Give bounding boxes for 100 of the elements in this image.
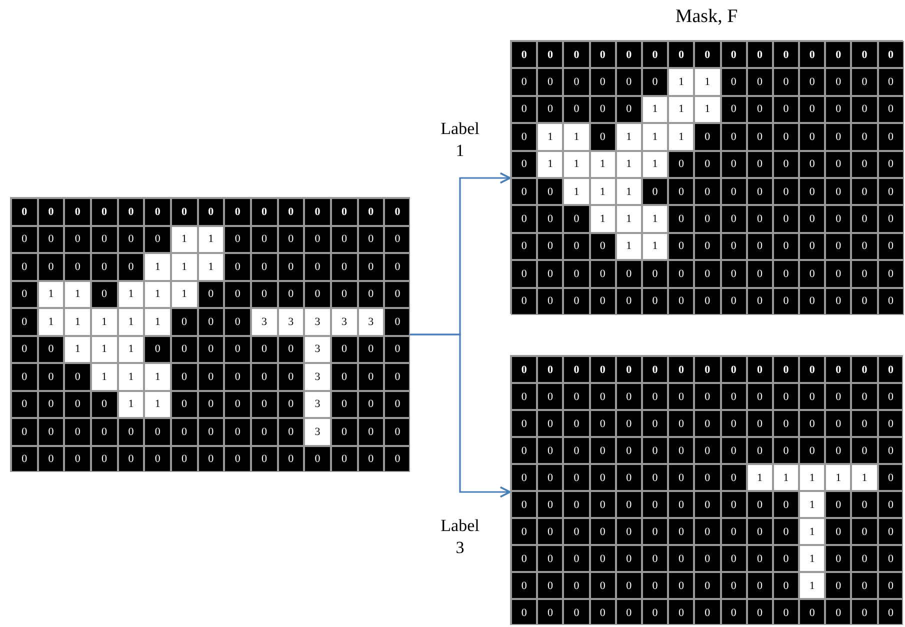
grid-cell: 0	[384, 390, 410, 418]
grid-cell: 0	[330, 418, 358, 446]
grid-cell: 0	[746, 491, 773, 518]
arrow	[410, 334, 511, 498]
grid-cell: 0	[668, 232, 694, 260]
grid-cell: 0	[668, 437, 694, 464]
grid-cell: 0	[330, 280, 358, 308]
grid-cell: 0	[694, 518, 720, 545]
grid-cell: 0	[746, 41, 773, 68]
grid-cell: 0	[198, 308, 224, 336]
grid-cell: 1	[563, 150, 590, 178]
grid-cell: 0	[616, 288, 642, 315]
grid-cell: 1	[537, 150, 564, 178]
grid-cell: 0	[330, 446, 358, 471]
grid-cell: 0	[825, 545, 852, 572]
grid-cell: 0	[563, 68, 590, 96]
grid-cell: 0	[537, 545, 564, 572]
grid-cell: 0	[590, 491, 616, 518]
grid-cell: 0	[250, 418, 278, 446]
grid-cell: 0	[720, 232, 747, 260]
grid-cell: 0	[224, 390, 251, 418]
grid-cell: 0	[358, 198, 384, 226]
grid-cell: 0	[38, 198, 64, 226]
grid-cell: 1	[616, 205, 642, 233]
grid-cell: 0	[799, 356, 826, 383]
grid-cell: 0	[825, 288, 852, 315]
grid-cell: 1	[642, 150, 668, 178]
grid-cell: 0	[511, 356, 538, 383]
grid-cell: 1	[668, 96, 694, 124]
grid-cell: 0	[851, 232, 878, 260]
grid-cell: 1	[799, 572, 826, 599]
grid-cell: 0	[851, 260, 878, 288]
grid-cell: 0	[694, 356, 720, 383]
grid-cell: 0	[590, 96, 616, 124]
grid-cell: 3	[358, 308, 384, 336]
grid-cell: 0	[563, 437, 590, 464]
grid-cell: 0	[720, 205, 747, 233]
grid-cell: 0	[851, 41, 878, 68]
grid-cell: 0	[511, 383, 538, 410]
grid-cell: 1	[118, 280, 144, 308]
grid-cell: 0	[694, 410, 720, 437]
grid-cell: 1	[118, 390, 144, 418]
grid-cell: 0	[537, 260, 564, 288]
grid-cell: 0	[384, 253, 410, 280]
grid-cell: 0	[694, 599, 720, 624]
grid-cell: 3	[304, 363, 331, 390]
grid-cell: 0	[170, 446, 198, 471]
grid-cell: 0	[878, 178, 904, 206]
grid-cell: 0	[537, 599, 564, 624]
grid-cell: 0	[772, 288, 800, 315]
grid-cell: 0	[144, 198, 171, 226]
grid-cell: 0	[224, 363, 251, 390]
grid-cell: 0	[825, 437, 852, 464]
grid-cell: 0	[330, 226, 358, 253]
grid-cell: 0	[170, 390, 198, 418]
grid-cell: 0	[11, 363, 38, 390]
grid-cell: 0	[746, 518, 773, 545]
grid-cell: 0	[198, 390, 224, 418]
grid-cell: 0	[642, 545, 668, 572]
grid-cell: 0	[250, 390, 278, 418]
grid-cell: 0	[198, 280, 224, 308]
grid-cell: 1	[144, 280, 171, 308]
grid-cell: 0	[668, 205, 694, 233]
grid-cell: 0	[851, 178, 878, 206]
grid-cell: 0	[642, 464, 668, 491]
grid-cell: 0	[746, 410, 773, 437]
grid-cell: 0	[851, 518, 878, 545]
grid-cell: 0	[563, 383, 590, 410]
grid-cell: 0	[224, 226, 251, 253]
grid-cell: 0	[825, 68, 852, 96]
grid-cell: 0	[590, 545, 616, 572]
grid-cell: 0	[851, 572, 878, 599]
grid-cell: 1	[642, 96, 668, 124]
grid-cell: 0	[590, 260, 616, 288]
grid-cell: 0	[851, 288, 878, 315]
grid-cell: 0	[772, 491, 800, 518]
grid-cell: 0	[198, 418, 224, 446]
grid-cell: 0	[825, 260, 852, 288]
grid-cell: 0	[224, 308, 251, 336]
grid-cell: 0	[563, 356, 590, 383]
grid-cell: 0	[878, 464, 902, 491]
grid-cell: 0	[642, 518, 668, 545]
grid-cell: 0	[537, 491, 564, 518]
grid-cell: 3	[250, 308, 278, 336]
grid-cell: 0	[278, 336, 304, 363]
grid-cell: 0	[563, 260, 590, 288]
grid-cell: 0	[746, 545, 773, 572]
grid-cell: 0	[878, 260, 904, 288]
grid-cell: 0	[851, 356, 878, 383]
grid-cell: 0	[511, 545, 538, 572]
grid-cell: 0	[144, 226, 171, 253]
grid-cell: 0	[878, 41, 904, 68]
grid-cell: 0	[11, 390, 38, 418]
grid-cell: 0	[772, 356, 800, 383]
grid-cell: 0	[642, 410, 668, 437]
grid-cell: 0	[511, 572, 538, 599]
grid-cell: 0	[642, 572, 668, 599]
grid-cell: 0	[616, 464, 642, 491]
grid-cell: 1	[537, 123, 564, 151]
grid-cell: 1	[616, 123, 642, 151]
